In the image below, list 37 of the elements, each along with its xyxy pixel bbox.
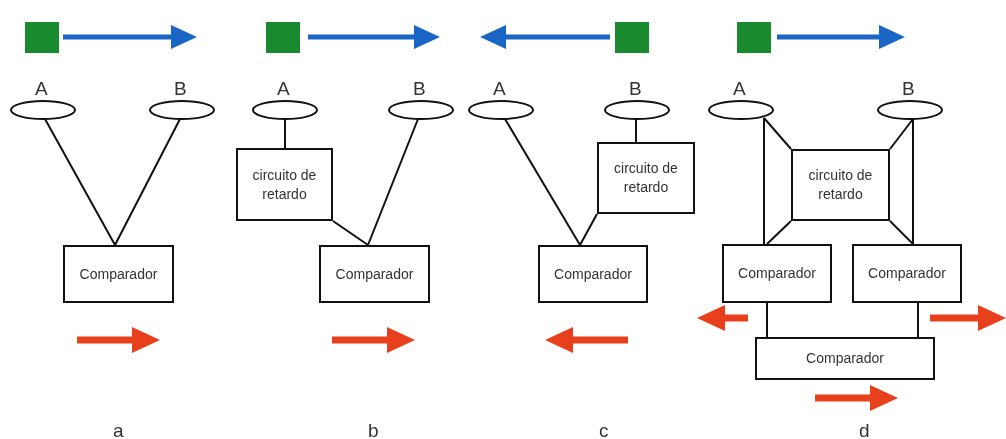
- connector-line: [44, 118, 116, 246]
- comparator-box: Comparador: [852, 244, 962, 303]
- panel-letter: a: [113, 421, 124, 439]
- delay-circuit-box: circuito de retardo: [791, 149, 890, 221]
- comparator-box: Comparador: [63, 245, 174, 303]
- delay-circuit-box: circuito de retardo: [236, 148, 333, 221]
- connector-line: [766, 302, 768, 338]
- comparator-box: Comparador: [319, 245, 430, 303]
- receptor-label: B: [902, 79, 915, 99]
- receptor-label: A: [277, 79, 290, 99]
- connector-line: [766, 220, 792, 245]
- connector-line: [763, 117, 792, 150]
- panel-letter: b: [368, 421, 379, 439]
- connector-line: [912, 118, 914, 245]
- connector-line: [504, 118, 581, 246]
- panel-letter: c: [599, 421, 609, 439]
- comparator-box: Comparador: [722, 244, 832, 303]
- comparator-box: Comparador: [538, 245, 648, 303]
- connector-line: [579, 213, 598, 246]
- receptor-label: A: [733, 79, 746, 99]
- connector-line: [635, 118, 637, 143]
- connector-line: [889, 220, 914, 245]
- connector-line: [367, 118, 419, 246]
- receptor-label: A: [35, 79, 48, 99]
- receptor-label: B: [174, 79, 187, 99]
- connector-line: [114, 118, 181, 246]
- connector-line: [763, 117, 765, 245]
- receptor-label: B: [413, 79, 426, 99]
- receptor-label: A: [493, 79, 506, 99]
- connector-line: [917, 302, 919, 338]
- delay-circuit-box: circuito de retardo: [597, 142, 695, 214]
- connector-line: [889, 118, 914, 150]
- receptor-label: B: [629, 79, 642, 99]
- connector-line: [284, 118, 286, 149]
- panel-letter: d: [859, 421, 870, 439]
- connector-line: [332, 220, 369, 246]
- comparator-box: Comparador: [755, 337, 935, 380]
